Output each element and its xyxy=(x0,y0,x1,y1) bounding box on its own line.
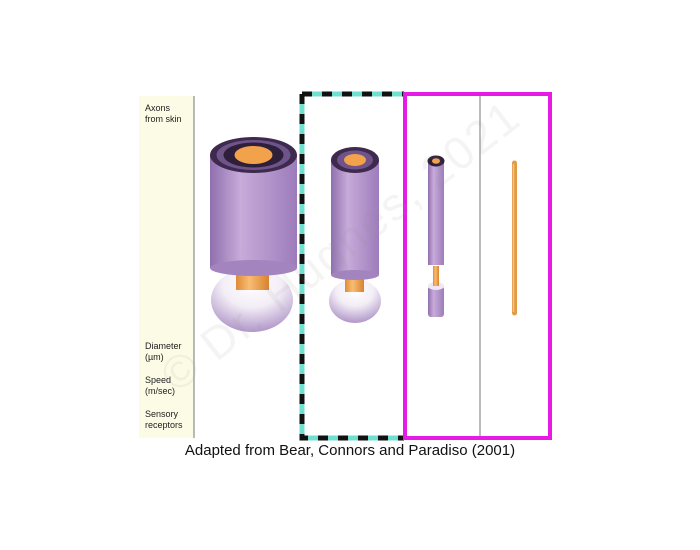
label-sensory-receptors: Sensory receptors xyxy=(145,409,183,430)
dashed-box-black xyxy=(299,91,404,441)
myelin-sheath xyxy=(331,160,379,275)
axon-core xyxy=(234,146,273,164)
label-speed: Speed (m/sec) xyxy=(145,375,175,396)
receptor-bulb xyxy=(211,268,293,332)
receptor-bulb xyxy=(329,279,381,323)
label-column xyxy=(139,96,194,438)
myelin-sheath xyxy=(428,161,444,265)
myelin-bottom xyxy=(331,270,379,280)
fiber-small xyxy=(427,155,445,317)
label-axons-from-skin: Axons from skin xyxy=(145,103,182,124)
dashed-highlight-box xyxy=(299,91,404,441)
fiber-medium xyxy=(329,147,381,323)
fiber-large xyxy=(210,137,297,332)
figure-caption: Adapted from Bear, Connors and Paradiso … xyxy=(184,442,516,459)
axon-segment xyxy=(433,266,439,286)
myelin-bottom xyxy=(210,260,297,276)
axon-core xyxy=(432,158,440,164)
label-diameter: Diameter (µm) xyxy=(145,341,182,362)
magenta-highlight-box xyxy=(403,92,552,440)
axon-core xyxy=(344,154,366,166)
receptor-bulb xyxy=(428,286,444,317)
fiber-unmyelinated xyxy=(512,160,517,316)
myelin-sheath xyxy=(210,155,297,268)
